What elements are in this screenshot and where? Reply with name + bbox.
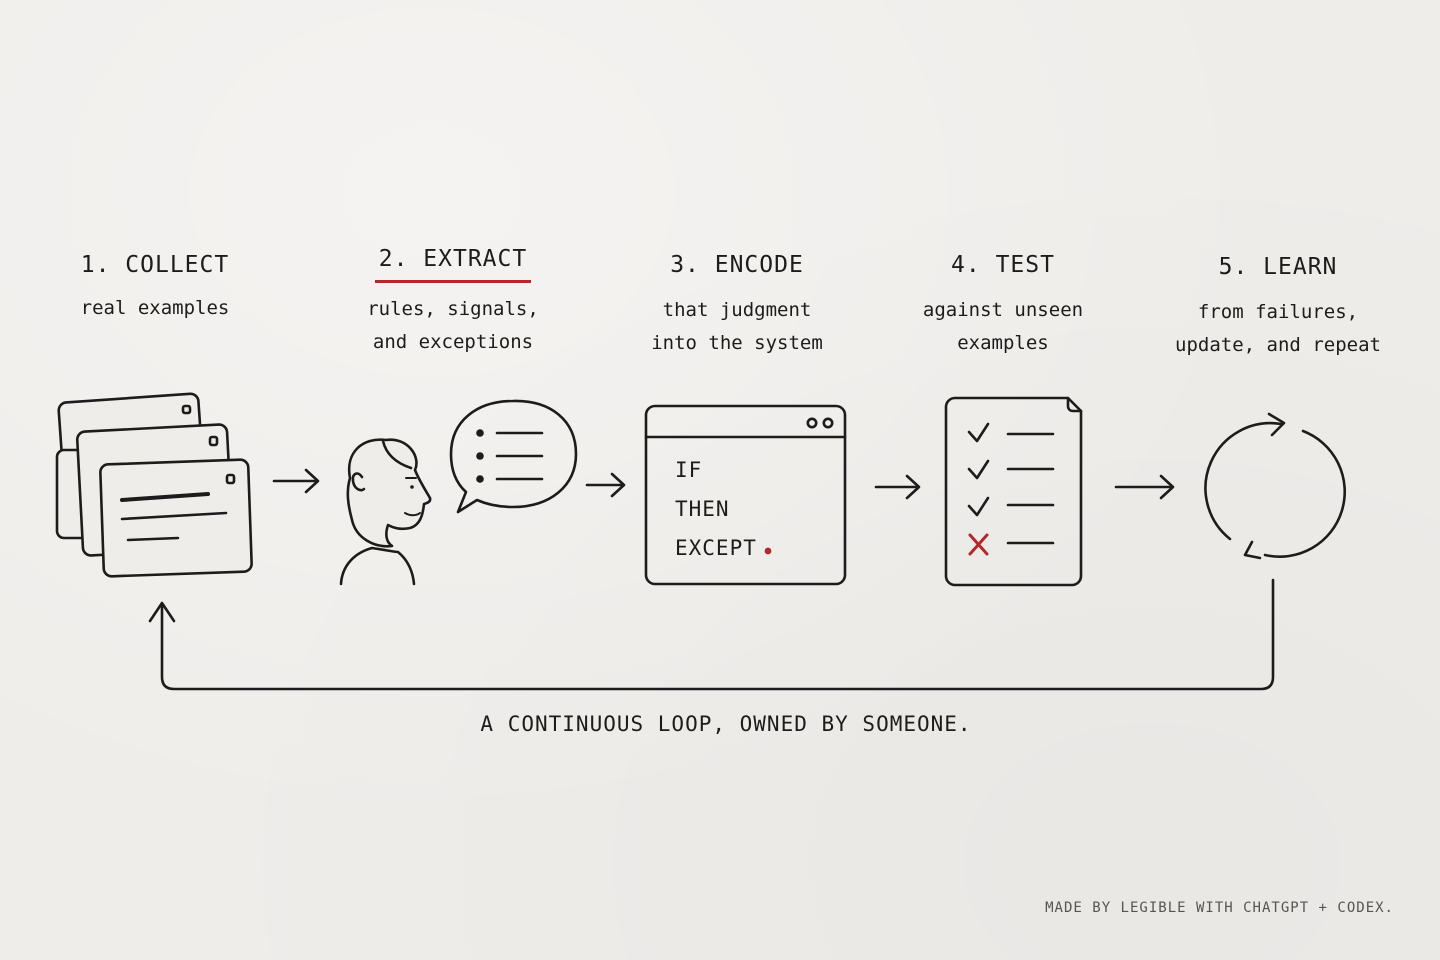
- arrow-4-icon: [1114, 474, 1175, 500]
- step-collect-description: real examples: [80, 297, 230, 319]
- speech-bubble-icon: [449, 399, 578, 514]
- check-icon: [967, 459, 990, 480]
- person-icon: [339, 438, 432, 586]
- step-extract-title: 2. EXTRACT: [374, 242, 532, 283]
- accent-dot: [764, 547, 772, 555]
- arrow-1-icon: [272, 468, 320, 494]
- code-line-if: IF: [675, 458, 703, 482]
- code-line-except: EXCEPT: [675, 536, 757, 560]
- step-test: 4. TEST against unseen examples: [873, 248, 1133, 360]
- arrow-2-icon: [585, 472, 626, 498]
- step-encode-description: that judgment into the system: [651, 299, 823, 354]
- loop-caption: A CONTINUOUS LOOP, OWNED BY SOMEONE.: [480, 712, 972, 736]
- step-extract-description: rules, signals, and exceptions: [367, 298, 539, 353]
- step-encode: 3. ENCODE that judgment into the system: [607, 248, 867, 360]
- checklist-document-icon: [944, 396, 1083, 587]
- step-learn-description: from failures, update, and repeat: [1175, 301, 1381, 356]
- feedback-loop-arrow: [148, 578, 1275, 691]
- code-line-then: THEN: [675, 497, 730, 521]
- stacked-cards-icon: [55, 392, 253, 578]
- check-icon: [967, 496, 990, 517]
- step-collect-title: 1. COLLECT: [80, 252, 230, 278]
- step-encode-title: 3. ENCODE: [670, 252, 804, 278]
- cross-icon: [968, 533, 989, 556]
- code-window-icon: [644, 404, 847, 586]
- cycle-arrows-icon: [1204, 412, 1347, 560]
- arrow-3-icon: [874, 474, 921, 500]
- step-test-description: against unseen examples: [922, 299, 1084, 354]
- step-learn-title: 5. LEARN: [1218, 254, 1338, 280]
- step-learn: 5. LEARN from failures, update, and repe…: [1148, 250, 1408, 362]
- step-test-title: 4. TEST: [951, 252, 1055, 278]
- step-collect: 1. COLLECT real examples: [25, 248, 285, 325]
- check-icon: [967, 422, 990, 443]
- step-extract: 2. EXTRACT rules, signals, and exception…: [323, 242, 583, 359]
- credit-text: MADE BY LEGIBLE WITH CHATGPT + CODEX.: [1045, 900, 1394, 916]
